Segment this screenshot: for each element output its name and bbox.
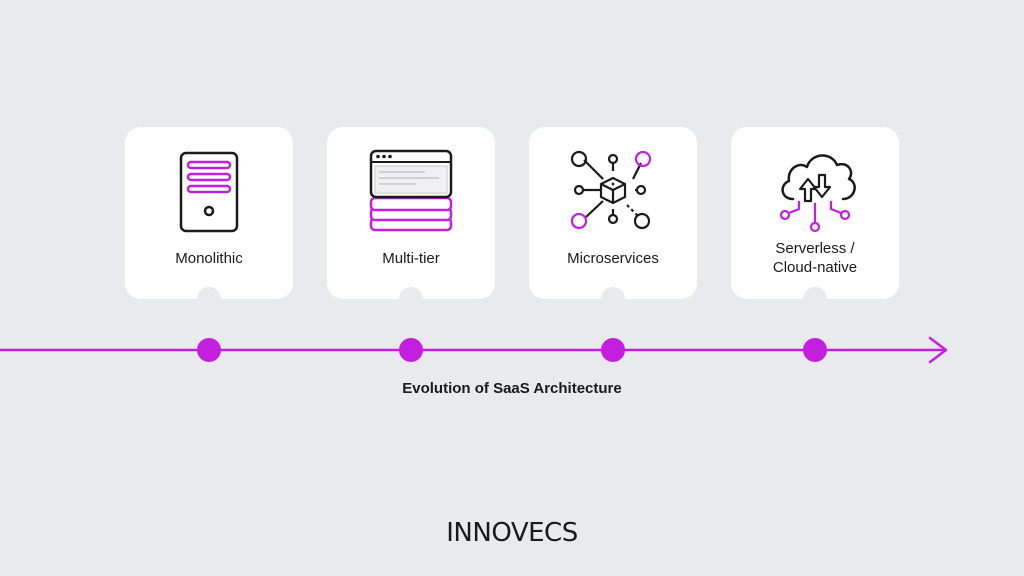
card-notch	[803, 287, 827, 311]
card-notch	[399, 287, 423, 311]
brand-logo: INNOVECS	[446, 518, 578, 548]
timeline-node-2	[399, 338, 423, 362]
stage-card-multi-tier: Multi-tier	[327, 127, 495, 311]
stage-label-monolithic: Monolithic	[175, 250, 243, 267]
microservices-network-icon	[529, 127, 697, 239]
server-tower-icon	[125, 127, 293, 239]
card-notch	[197, 287, 221, 311]
timeline-node-3	[601, 338, 625, 362]
card-notch	[601, 287, 625, 311]
stage-card-monolithic: Monolithic	[125, 127, 293, 311]
stage-label-serverless-text: Serverless / Cloud-native	[772, 240, 858, 276]
diagram-caption: Evolution of SaaS Architecture	[402, 380, 622, 397]
timeline-node-1	[197, 338, 221, 362]
stage-card-serverless: Serverless / Cloud-native	[731, 127, 899, 311]
cloud-sync-icon	[731, 127, 899, 239]
layered-window-icon	[327, 127, 495, 239]
stage-card-microservices: Microservices	[529, 127, 697, 311]
stage-label-microservices: Microservices	[567, 250, 659, 267]
stage-label-serverless: Serverless / Cloud-native	[731, 239, 899, 277]
timeline-arrowhead	[928, 336, 948, 364]
timeline-node-4	[803, 338, 827, 362]
stage-label-multi-tier: Multi-tier	[382, 250, 440, 267]
